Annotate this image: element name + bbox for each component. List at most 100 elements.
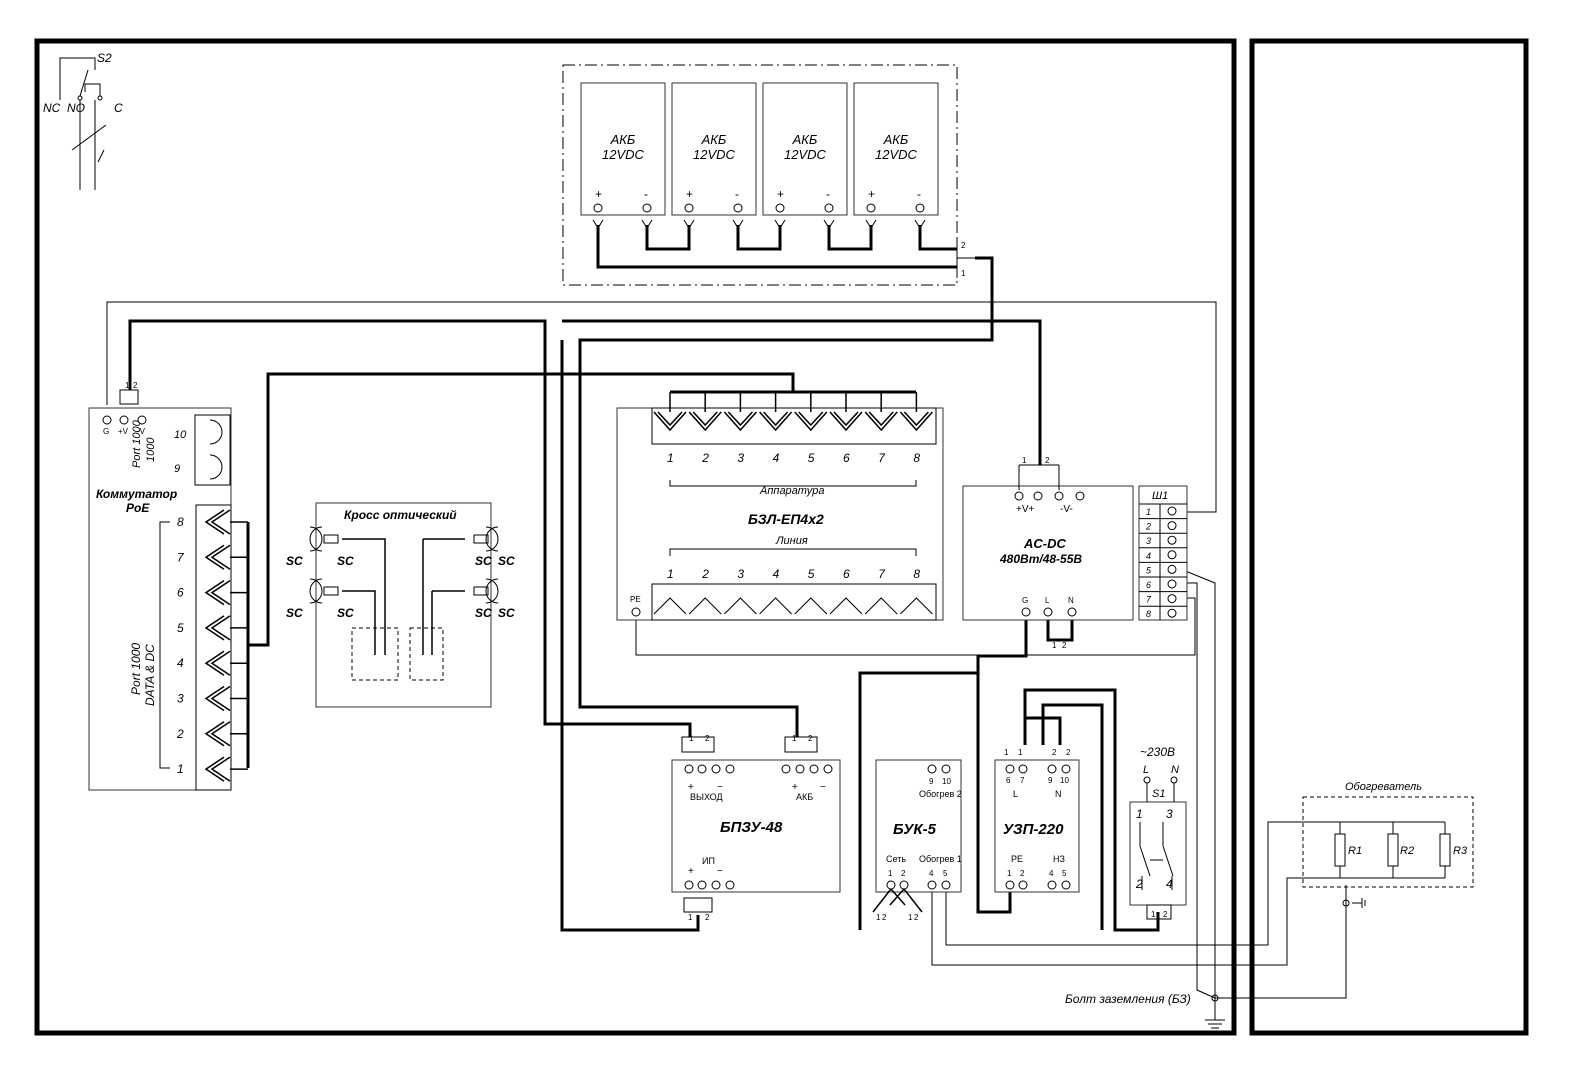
terminal-screw-icon: [1167, 579, 1177, 589]
poe-terminal-minus-v: -V: [137, 427, 146, 436]
battery-label: АКБ: [701, 132, 727, 147]
bpzu-ip-minus: −: [717, 866, 723, 877]
bzl-bottom-pin: 5: [808, 567, 815, 581]
terminal-screw-icon: [1167, 521, 1177, 531]
acdc-dc-pin-1: 1: [1022, 456, 1027, 465]
poe-terminal-g: G: [103, 427, 109, 436]
bpzu-terminal-icon: [781, 764, 791, 774]
uzp-top-pin-2b: 2: [1066, 748, 1071, 757]
bzl-top-connector: [688, 392, 722, 432]
data-port-connector: [204, 579, 231, 606]
uzp-n-label: N: [1055, 789, 1062, 799]
bzl-pe-label: PE: [630, 595, 641, 604]
data-port-number: 4: [177, 656, 184, 670]
breaker-pin-4: 4: [1166, 877, 1173, 891]
uzp-title: УЗП-220: [1003, 821, 1064, 838]
cabinet-frame-left: [34, 38, 1237, 1036]
terminal-block-title: Ш1: [1152, 490, 1168, 502]
bzl-bottom-connector: [864, 597, 898, 615]
battery-minus: -: [826, 187, 830, 201]
terminal-block-body: [1138, 485, 1188, 621]
bzl-top-pin: 2: [701, 451, 709, 465]
poe-switch: 1 2 G +V -V 10 9 Port 1000 1000 Коммутат…: [88, 381, 250, 791]
buk-heating1-pin-4: 4: [929, 869, 934, 878]
uzp-module: 1 1 2 2 6 7 9 10 L N УЗП-220 PE НЗ 1 2 4…: [994, 748, 1080, 893]
bzl-top-connector: [829, 392, 863, 432]
data-ports-sublabel: DATA & DC: [143, 644, 157, 706]
sc-socket-icon: [485, 578, 499, 604]
sc-socket-icon: [485, 578, 499, 604]
resistor-r3: R3: [1453, 845, 1468, 857]
bzl-top-connector: [794, 392, 828, 432]
bpzu-out-pin-2: 2: [705, 734, 710, 743]
buk-net-pin-2: 2: [901, 869, 906, 878]
battery-label: АКБ: [610, 132, 636, 147]
buk-net-pin-1: 1: [888, 869, 893, 878]
bzl-top-pin: 5: [808, 451, 815, 465]
bpzu-ip-plus: +: [688, 866, 694, 877]
data-port-number: 1: [177, 762, 184, 776]
breaker-n: N: [1171, 764, 1179, 776]
bzl-top-connector: [653, 392, 687, 432]
terminal-row-number: 3: [1146, 536, 1151, 546]
bzl-top-pin: 6: [843, 451, 850, 465]
breaker-bottom-pin-2: 2: [1163, 910, 1168, 919]
bpzu-module: 1 2 1 2 + − + − ВЫХОД АКБ БПЗУ-48 ИП + −…: [671, 734, 841, 922]
bpzu-akb-plus: +: [792, 782, 798, 793]
terminal-screw-icon: [1167, 550, 1177, 560]
buk-net-label: Сеть: [886, 854, 906, 864]
terminal-screw-icon: [1167, 594, 1177, 604]
battery-voltage: 12VDC: [602, 147, 645, 162]
bzl-top-pin: 7: [878, 451, 886, 465]
buk-bottom-pin-b1: 1: [908, 913, 913, 922]
sc-adapter-icon: [323, 534, 339, 544]
sc-label: SC: [286, 554, 303, 568]
battery-body: [853, 82, 939, 216]
sc-label: SC: [475, 606, 492, 620]
bzl-bottom-connector: [829, 597, 863, 615]
battery-terminal-arrows: [865, 219, 926, 229]
bzl-top-pin: 1: [667, 451, 674, 465]
battery-body: [580, 82, 666, 216]
bzl-top-group-label: Аппаратура: [759, 485, 824, 497]
acdc-ac-pin-2: 2: [1062, 641, 1067, 650]
bzl-bottom-connector: [794, 597, 828, 615]
uzp-nz-pin-5: 5: [1062, 869, 1067, 878]
uzp-top-pin-1b: 1: [1018, 748, 1023, 757]
battery-terminal-arrows: [592, 219, 653, 229]
data-port-connector: [204, 509, 231, 535]
battery-connector-pin-1: 1: [961, 269, 966, 278]
terminal-screw-icon: [1167, 608, 1177, 618]
data-ports-label: Port 1000: [129, 643, 143, 695]
battery-minus-terminal: [733, 203, 743, 213]
data-port-number: 8: [177, 515, 184, 529]
data-ports-frame: [195, 504, 232, 791]
bzl-bottom-pin: 1: [667, 567, 674, 581]
battery-voltage: 12VDC: [693, 147, 736, 162]
bpzu-out-label: ВЫХОД: [690, 792, 723, 802]
battery-minus-terminal: [915, 203, 925, 213]
sc-label: SC: [498, 554, 515, 568]
uzp-l-pin-7: 7: [1020, 776, 1025, 785]
bzl-bottom-pin: 6: [843, 567, 850, 581]
wiring: [106, 225, 1347, 1029]
bpzu-akb-minus: −: [820, 782, 826, 793]
breaker-body: [1129, 801, 1187, 906]
uplink-label: Port 1000: [131, 419, 143, 468]
heater-enclosure: [1302, 796, 1474, 888]
bpzu-terminal-icon: [684, 880, 694, 890]
s2-no-label: NO: [67, 101, 85, 115]
poe-power-pin-2: 2: [133, 381, 138, 390]
terminal-row-number: 5: [1146, 565, 1152, 575]
optical-cross-body: [315, 502, 492, 708]
bzl-bottom-connector: [759, 597, 792, 615]
battery-plus-terminal: [866, 203, 876, 213]
terminal-row-number: 8: [1146, 609, 1151, 619]
bpzu-terminal-icon: [795, 764, 805, 774]
poe-power-pin-1: 1: [125, 381, 130, 390]
bzl-title: БЗЛ-ЕП4х2: [748, 511, 824, 527]
sc-label: SC: [475, 554, 492, 568]
battery-label: АКБ: [792, 132, 818, 147]
